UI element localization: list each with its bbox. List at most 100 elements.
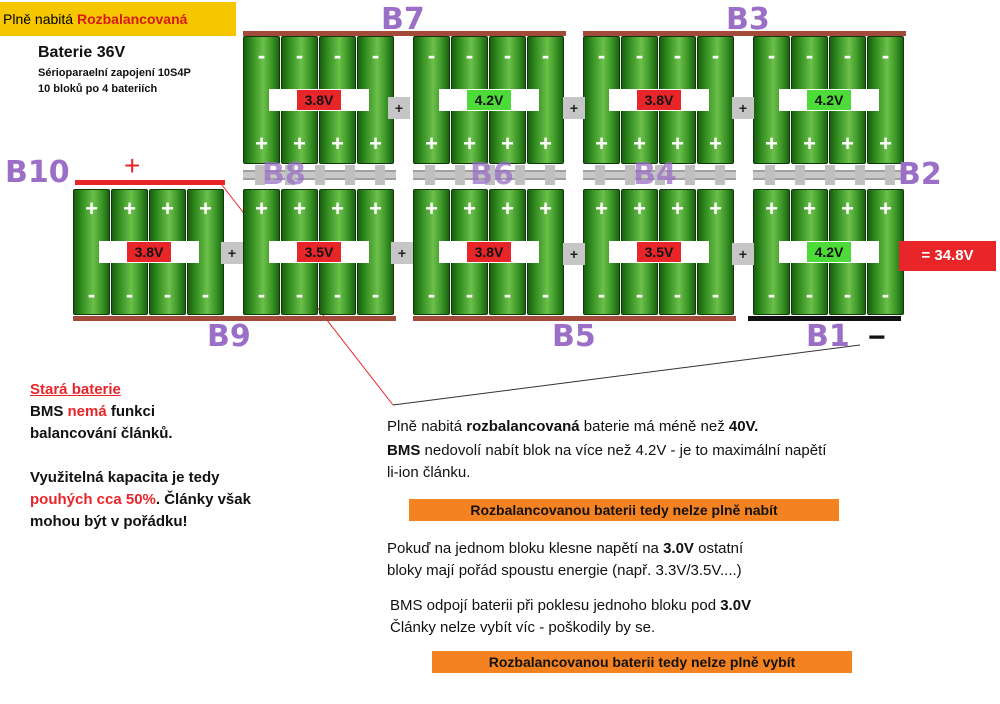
plus-sign: + — [539, 196, 552, 221]
connector-tab — [485, 165, 495, 185]
plus-sign: + — [369, 196, 382, 221]
bus-bar-b7 — [243, 31, 566, 36]
series-plus-top-0: + — [388, 97, 410, 119]
series-plus-bottom-3: + — [732, 243, 754, 265]
plus-sign: + — [199, 196, 212, 221]
connector-tab — [795, 165, 805, 185]
right-note-p4: BMS odpojí baterii při poklesu jednoho b… — [390, 595, 751, 617]
right-note-p3: Pokuď na jednom bloku klesne napětí na 3… — [387, 538, 743, 560]
connector-tab — [515, 165, 525, 185]
series-plus-top-2: + — [732, 97, 754, 119]
plus-sign: + — [803, 196, 816, 221]
right-note-p1: Plně nabitá rozbalancovaná baterie má mé… — [387, 416, 758, 438]
connector-tab — [765, 165, 775, 185]
minus-sign: - — [503, 282, 512, 307]
voltage-label-bottom-2: 3.8V — [467, 242, 511, 262]
connector-tab — [315, 165, 325, 185]
minus-sign: - — [503, 43, 512, 68]
plus-sign: + — [161, 196, 174, 221]
positive-terminal-sign: + — [124, 150, 141, 181]
block-label-b6: B6 — [470, 157, 514, 192]
right-note-p4c: Články nelze vybít víc - poškodily by se… — [390, 619, 656, 636]
block-label-b10: B10 — [5, 155, 70, 190]
minus-sign: - — [333, 43, 342, 68]
plus-sign: + — [709, 131, 722, 156]
plus-sign: + — [425, 196, 438, 221]
minus-sign: - — [635, 282, 644, 307]
p3-a: Pokuď na jednom bloku klesne napětí na — [387, 540, 664, 557]
left-note-funkci: funkci — [106, 403, 156, 420]
right-note-p2: BMS nedovolí nabít blok na více než 4.2V… — [387, 440, 826, 462]
title-highlight: Rozbalancovaná — [76, 11, 188, 27]
plus-sign: + — [293, 196, 306, 221]
connector-tab — [885, 165, 895, 185]
minus-sign: - — [465, 43, 474, 68]
block-label-b1: B1 — [806, 319, 850, 354]
connector-tab — [655, 165, 665, 185]
voltage-label-top-1: 4.2V — [467, 90, 511, 110]
block-label-b7: B7 — [381, 2, 425, 37]
minus-sign: - — [711, 43, 720, 68]
minus-sign: - — [541, 282, 550, 307]
battery-cell: +- — [753, 189, 790, 315]
plus-sign: + — [331, 131, 344, 156]
voltage-label-top-0: 3.8V — [297, 90, 341, 110]
minus-sign: - — [427, 282, 436, 307]
bus-bar-b3 — [583, 31, 906, 36]
minus-sign: - — [295, 43, 304, 68]
block-label-b9: B9 — [207, 319, 251, 354]
total-voltage-badge: = 34.8V — [899, 241, 996, 271]
left-note-bms: BMS — [30, 403, 68, 420]
plus-sign: + — [293, 131, 306, 156]
block-label-b5: B5 — [552, 319, 596, 354]
plus-sign: + — [331, 196, 344, 221]
series-plus-bottom-0: + — [221, 242, 243, 264]
title-prefix: Plně nabitá — [3, 11, 74, 27]
p2-a: BMS — [387, 442, 421, 459]
series-plus-bottom-2: + — [563, 243, 585, 265]
positive-terminal-bar — [75, 180, 225, 185]
minus-sign: - — [125, 282, 134, 307]
minus-sign: - — [767, 43, 776, 68]
connector-tab — [595, 165, 605, 185]
minus-sign: - — [541, 43, 550, 68]
left-note-line5: mohou být v pořádku! — [30, 513, 188, 530]
minus-sign: - — [295, 282, 304, 307]
plus-sign: + — [255, 131, 268, 156]
connector-tab — [825, 165, 835, 185]
p3-c: ostatní — [693, 540, 744, 557]
bus-bar-b5 — [413, 316, 736, 321]
block-label-b3: B3 — [726, 2, 770, 37]
banner-cannot-discharge: Rozbalancovanou baterii tedy nelze plně … — [432, 651, 852, 673]
connector-tab — [855, 165, 865, 185]
title-box: Plně nabitá Rozbalancovaná — [0, 2, 236, 36]
series-plus-top-1: + — [563, 97, 585, 119]
connector-tab — [375, 165, 385, 185]
connector-tab — [715, 165, 725, 185]
left-note-line3: Využitelná kapacita je tedy — [30, 469, 220, 486]
voltage-label-bottom-4: 4.2V — [807, 242, 851, 262]
plus-sign: + — [633, 196, 646, 221]
plus-sign: + — [255, 196, 268, 221]
minus-sign: - — [711, 282, 720, 307]
black-pointer-line — [392, 344, 861, 406]
battery-label: Baterie 36V — [38, 44, 126, 61]
negative-terminal-sign: − — [868, 321, 886, 354]
connector-tab — [625, 165, 635, 185]
connector-tab — [425, 165, 435, 185]
connector-tab — [285, 165, 295, 185]
plus-sign: + — [671, 196, 684, 221]
plus-sign: + — [539, 131, 552, 156]
plus-sign: + — [595, 131, 608, 156]
minus-sign: - — [635, 43, 644, 68]
minus-sign: - — [371, 282, 380, 307]
plus-sign: + — [501, 131, 514, 156]
p3-b: 3.0V — [663, 540, 694, 557]
banner-cannot-charge: Rozbalancovanou baterii tedy nelze plně … — [409, 499, 839, 521]
plus-sign: + — [879, 131, 892, 156]
plus-sign: + — [765, 196, 778, 221]
minus-sign: - — [333, 282, 342, 307]
plus-sign: + — [501, 196, 514, 221]
plus-sign: + — [633, 131, 646, 156]
old-battery-heading: Stará baterie — [30, 381, 121, 398]
